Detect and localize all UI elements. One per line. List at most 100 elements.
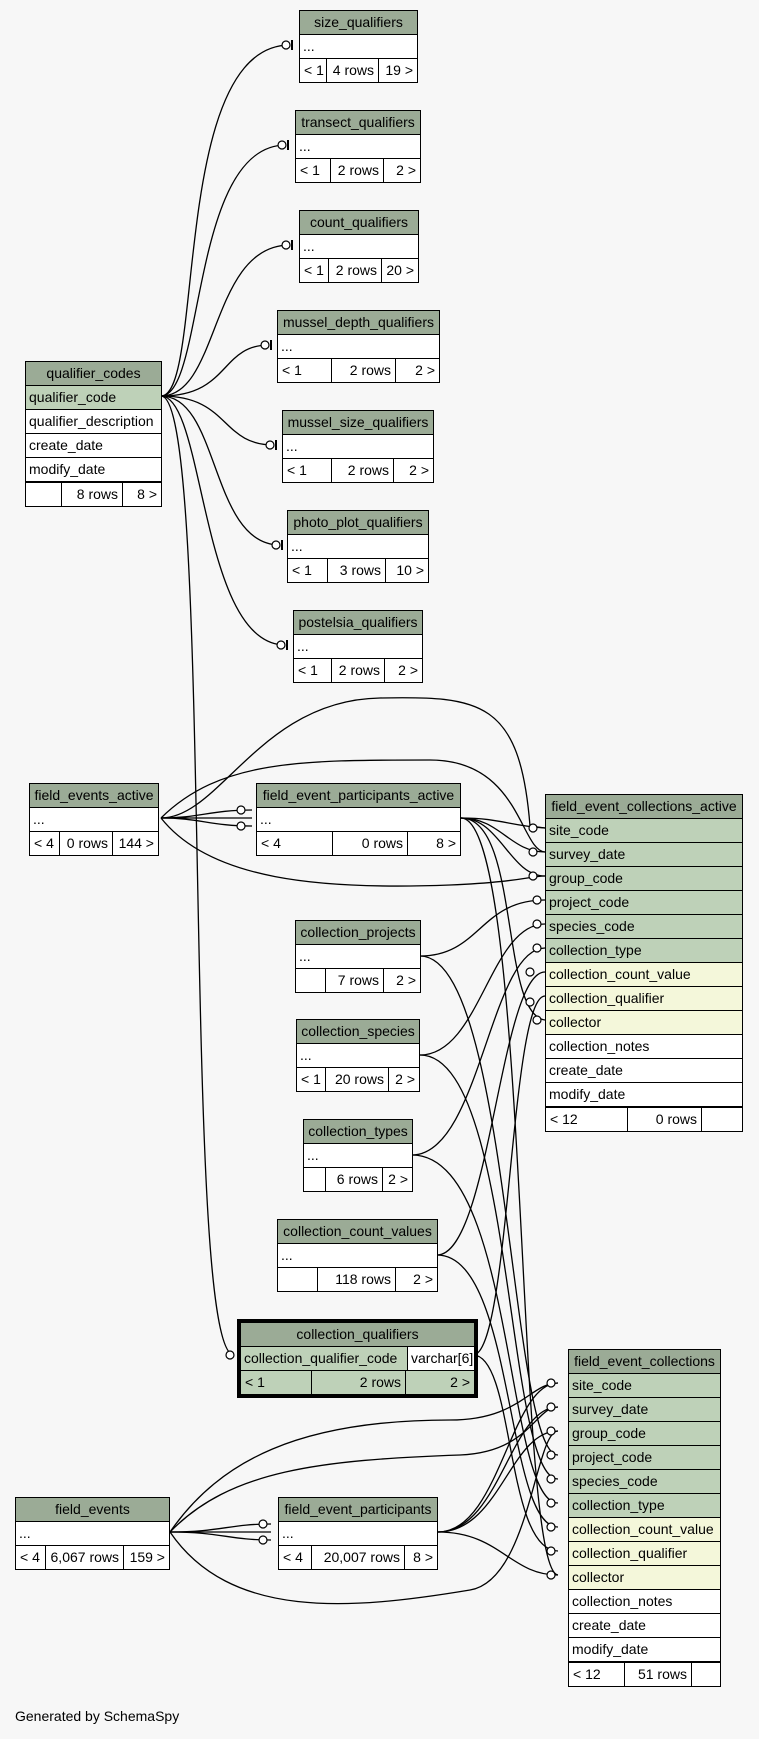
column-create-date[interactable]: create_date (569, 1614, 720, 1638)
children-count[interactable]: 8 > (413, 1549, 433, 1565)
table-title: collection_projects (296, 921, 420, 945)
table-field-events[interactable]: field_events ... < 4 6,067 rows 159 > (15, 1497, 170, 1570)
column-collection-type[interactable]: collection_type (569, 1494, 720, 1518)
column-collection-notes[interactable]: collection_notes (546, 1035, 742, 1059)
row-count: 2 rows (312, 1371, 406, 1394)
children-count[interactable]: 2 > (450, 1374, 470, 1390)
column-project-code[interactable]: project_code (569, 1446, 720, 1470)
column-collection-count-value[interactable]: collection_count_value (546, 963, 742, 987)
parents-count[interactable]: < 1 (300, 259, 329, 282)
parents-count[interactable]: < 1 (283, 459, 332, 482)
column-survey-date[interactable]: survey_date (546, 843, 742, 867)
edge-species-fec (419, 1054, 559, 1480)
column-create-date[interactable]: create_date (26, 434, 161, 458)
generated-by-text: Generated by SchemaSpy (15, 1708, 180, 1724)
column-site-code[interactable]: site_code (569, 1374, 720, 1398)
parents-count[interactable]: < 1 (296, 159, 331, 182)
table-field-event-participants[interactable]: field_event_participants ... < 4 20,007 … (278, 1497, 438, 1570)
table-count-qualifiers[interactable]: count_qualifiers ... < 1 2 rows 20 > (299, 210, 419, 283)
column-type: varchar[6] (411, 1350, 474, 1366)
children-count[interactable]: 2 > (396, 972, 416, 988)
parents-count[interactable]: < 1 (300, 59, 327, 82)
column-project-code[interactable]: project_code (546, 891, 742, 915)
column-modify-date[interactable]: modify_date (546, 1083, 742, 1107)
column-site-code[interactable]: site_code (546, 819, 742, 843)
column-survey-date[interactable]: survey_date (569, 1398, 720, 1422)
column-collector[interactable]: collector (546, 1011, 742, 1035)
ellipsis-row: ... (294, 635, 422, 659)
edge-fe-fep-3 (169, 1531, 272, 1541)
children-count[interactable]: 159 > (129, 1549, 165, 1565)
table-field-event-collections-active[interactable]: field_event_collections_active site_code… (545, 794, 743, 1132)
children-count[interactable]: 2 > (413, 1271, 433, 1287)
children-count[interactable]: 2 > (388, 1171, 408, 1187)
row-count: 2 rows (332, 459, 394, 482)
column-species-code[interactable]: species_code (569, 1470, 720, 1494)
parents-count[interactable]: < 1 (294, 659, 332, 682)
children-count[interactable]: 2 > (398, 662, 418, 678)
column-modify-date[interactable]: modify_date (26, 458, 161, 482)
children-count[interactable]: 2 > (415, 362, 435, 378)
children-count[interactable]: 2 > (396, 162, 416, 178)
children-count[interactable]: 8 > (436, 835, 456, 851)
column-modify-date[interactable]: modify_date (569, 1638, 720, 1662)
parents-count[interactable]: < 4 (16, 1546, 46, 1569)
parents-count[interactable]: < 1 (241, 1371, 312, 1394)
edge-fe-fep-1 (169, 1523, 272, 1533)
table-title: mussel_depth_qualifiers (278, 311, 439, 335)
edge-fepa-feca-collector (460, 817, 546, 1021)
table-size-qualifiers[interactable]: size_qualifiers ... < 1 4 rows 19 > (299, 10, 418, 83)
parents-count[interactable]: < 1 (278, 359, 332, 382)
parents-count[interactable]: < 12 (569, 1663, 625, 1686)
table-field-events-active[interactable]: field_events_active ... < 4 0 rows 144 > (29, 783, 159, 856)
table-title: field_event_participants_active (257, 784, 460, 808)
column-collection-qualifier[interactable]: collection_qualifier (569, 1542, 720, 1566)
parents-count[interactable]: < 4 (279, 1546, 312, 1569)
children-count[interactable]: 10 > (396, 562, 424, 578)
edge-fepa-fec-collector (460, 817, 559, 1576)
table-collection-projects[interactable]: collection_projects ... 7 rows 2 > (295, 920, 421, 993)
table-mussel-size-qualifiers[interactable]: mussel_size_qualifiers ... < 1 2 rows 2 … (282, 410, 434, 483)
parents-count (296, 969, 326, 992)
column-collection-count-value[interactable]: collection_count_value (569, 1518, 720, 1542)
column-create-date[interactable]: create_date (546, 1059, 742, 1083)
table-postelsia-qualifiers[interactable]: postelsia_qualifiers ... < 1 2 rows 2 > (293, 610, 423, 683)
table-collection-count-values[interactable]: collection_count_values ... 118 rows 2 > (277, 1219, 438, 1292)
column-collection-notes[interactable]: collection_notes (569, 1590, 720, 1614)
parents-count[interactable]: < 1 (297, 1068, 326, 1091)
table-field-event-participants-active[interactable]: field_event_participants_active ... < 4 … (256, 783, 461, 856)
column-qualifier-description[interactable]: qualifier_description (26, 410, 161, 434)
children-count[interactable]: 144 > (118, 835, 154, 851)
table-collection-species[interactable]: collection_species ... < 1 20 rows 2 > (296, 1019, 420, 1092)
ellipsis-row: ... (296, 135, 420, 159)
table-collection-qualifiers[interactable]: collection_qualifiers collection_qualifi… (237, 1319, 478, 1398)
table-mussel-depth-qualifiers[interactable]: mussel_depth_qualifiers ... < 1 2 rows 2… (277, 310, 440, 383)
children-count[interactable]: 20 > (386, 262, 414, 278)
table-qualifier-codes[interactable]: qualifier_codes qualifier_code qualifier… (25, 361, 162, 507)
column-group-code[interactable]: group_code (569, 1422, 720, 1446)
column-collection-type[interactable]: collection_type (546, 939, 742, 963)
table-title: count_qualifiers (300, 211, 418, 235)
column-group-code[interactable]: group_code (546, 867, 742, 891)
column-collector[interactable]: collector (569, 1566, 720, 1590)
table-photo-plot-qualifiers[interactable]: photo_plot_qualifiers ... < 1 3 rows 10 … (287, 510, 429, 583)
table-title: size_qualifiers (300, 11, 417, 35)
table-footer: 118 rows 2 > (278, 1268, 437, 1291)
column-collection-qualifier-code[interactable]: collection_qualifier_code varchar[6] (241, 1347, 474, 1371)
children-count[interactable]: 19 > (385, 62, 413, 78)
table-collection-types[interactable]: collection_types ... 6 rows 2 > (303, 1119, 413, 1192)
children-count[interactable]: 8 > (137, 486, 157, 502)
column-collection-qualifier[interactable]: collection_qualifier (546, 987, 742, 1011)
parents-count[interactable]: < 1 (288, 559, 328, 582)
children-count[interactable]: 2 > (409, 462, 429, 478)
column-species-code[interactable]: species_code (546, 915, 742, 939)
table-footer: < 12 0 rows (546, 1107, 742, 1131)
parents-count[interactable]: < 12 (546, 1108, 628, 1131)
table-field-event-collections[interactable]: field_event_collections site_code survey… (568, 1349, 721, 1687)
parents-count[interactable]: < 4 (30, 832, 60, 855)
parents-count[interactable]: < 4 (257, 832, 333, 855)
table-title: collection_qualifiers (241, 1323, 474, 1347)
children-count[interactable]: 2 > (395, 1071, 415, 1087)
table-transect-qualifiers[interactable]: transect_qualifiers ... < 1 2 rows 2 > (295, 110, 421, 183)
column-qualifier-code[interactable]: qualifier_code (26, 386, 161, 410)
